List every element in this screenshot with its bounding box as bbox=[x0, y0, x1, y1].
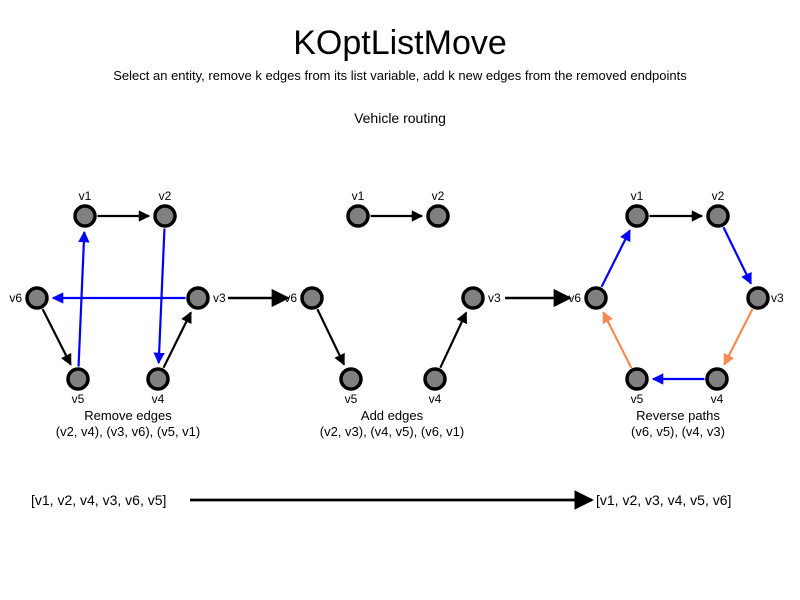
node-circle bbox=[423, 367, 447, 391]
node-circle bbox=[66, 367, 90, 391]
node-remove-v6[interactable]: v6 bbox=[9, 286, 49, 310]
node-circle bbox=[706, 204, 730, 228]
node-circle bbox=[625, 204, 649, 228]
node-circle bbox=[346, 204, 370, 228]
caption-add: Add edges (v2, v3), (v4, v5), (v6, v1) bbox=[262, 408, 522, 440]
node-label-v2: v2 bbox=[432, 189, 445, 203]
node-label-v4: v4 bbox=[429, 392, 442, 406]
node-remove-v5[interactable]: v5 bbox=[66, 367, 90, 406]
caption-remove-title: Remove edges bbox=[84, 408, 172, 423]
node-label-v5: v5 bbox=[631, 392, 644, 406]
list-after: [v1, v2, v3, v4, v5, v6] bbox=[596, 492, 732, 508]
node-add-v4[interactable]: v4 bbox=[423, 367, 447, 406]
node-reverse-v2[interactable]: v2 bbox=[706, 189, 730, 228]
page-title: KOptListMove bbox=[293, 24, 507, 62]
node-add-v6[interactable]: v6 bbox=[284, 286, 324, 310]
caption-add-edges: (v2, v3), (v4, v5), (v6, v1) bbox=[319, 424, 465, 439]
node-reverse-v1[interactable]: v1 bbox=[625, 189, 649, 228]
edge-remove-v4-to-v3 bbox=[162, 311, 192, 369]
node-circle bbox=[584, 286, 608, 310]
caption-add-title: Add edges bbox=[360, 408, 424, 423]
node-circle bbox=[746, 286, 770, 310]
node-circle bbox=[339, 367, 363, 391]
node-circle bbox=[186, 286, 210, 310]
node-reverse-v6[interactable]: v6 bbox=[568, 286, 608, 310]
caption-remove-edges: (v2, v4), (v3, v6), (v5, v1) bbox=[55, 424, 201, 439]
node-circle bbox=[25, 286, 49, 310]
node-label-v4: v4 bbox=[711, 392, 724, 406]
edge-add-v4-to-v3 bbox=[439, 311, 468, 369]
caption-reverse-title: Reverse paths bbox=[636, 408, 720, 423]
edge-remove-v6-to-v5 bbox=[41, 308, 72, 366]
edge-add-v6-to-v5 bbox=[316, 308, 346, 366]
caption-reverse-paths: (v6, v5), (v4, v3) bbox=[631, 424, 725, 439]
node-circle bbox=[153, 204, 177, 228]
node-circle bbox=[300, 286, 324, 310]
node-circle bbox=[146, 367, 170, 391]
edges-group bbox=[41, 210, 754, 385]
list-before: [v1, v2, v4, v3, v6, v5] bbox=[31, 492, 167, 508]
node-add-v2[interactable]: v2 bbox=[426, 189, 450, 228]
nodes-group: v1 v2 v6 v3 v5 v4 v1 v2 v6 v3 v5 v4 v1 v2 v6 v3 v5 v4 bbox=[9, 189, 784, 406]
node-label-v3: v3 bbox=[771, 291, 784, 305]
node-label-v6: v6 bbox=[568, 291, 581, 305]
node-circle bbox=[73, 204, 97, 228]
node-circle bbox=[461, 286, 485, 310]
caption-reverse: Reverse paths (v6, v5), (v4, v3) bbox=[548, 408, 800, 440]
node-circle bbox=[625, 367, 649, 391]
node-reverse-v3[interactable]: v3 bbox=[746, 286, 784, 310]
node-label-v2: v2 bbox=[712, 189, 725, 203]
node-label-v1: v1 bbox=[352, 189, 365, 203]
edge-reverse-v5-to-v6 bbox=[602, 311, 633, 369]
node-remove-v3[interactable]: v3 bbox=[186, 286, 226, 310]
node-reverse-v4[interactable]: v4 bbox=[705, 367, 729, 406]
node-remove-v1[interactable]: v1 bbox=[73, 189, 97, 228]
node-add-v1[interactable]: v1 bbox=[346, 189, 370, 228]
node-add-v5[interactable]: v5 bbox=[339, 367, 363, 406]
section-label: Vehicle routing bbox=[354, 110, 446, 126]
edge-reverse-v3-to-v4 bbox=[723, 308, 754, 366]
edge-remove-v2-to-v4 bbox=[153, 228, 166, 365]
node-label-v1: v1 bbox=[79, 189, 92, 203]
edge-reverse-v6-to-v1 bbox=[600, 229, 631, 288]
edge-remove-v5-to-v1 bbox=[77, 230, 90, 367]
node-label-v3: v3 bbox=[488, 291, 501, 305]
edge-reverse-v2-to-v3 bbox=[722, 226, 752, 285]
node-reverse-v5[interactable]: v5 bbox=[625, 367, 649, 406]
node-circle bbox=[426, 204, 450, 228]
node-remove-v2[interactable]: v2 bbox=[153, 189, 177, 228]
page-subtitle: Select an entity, remove k edges from it… bbox=[113, 68, 687, 83]
node-label-v4: v4 bbox=[152, 392, 165, 406]
caption-remove: Remove edges (v2, v4), (v3, v6), (v5, v1… bbox=[0, 408, 258, 440]
node-label-v2: v2 bbox=[159, 189, 172, 203]
node-label-v3: v3 bbox=[213, 291, 226, 305]
node-label-v6: v6 bbox=[9, 291, 22, 305]
node-remove-v4[interactable]: v4 bbox=[146, 367, 170, 406]
node-label-v6: v6 bbox=[284, 291, 297, 305]
node-label-v5: v5 bbox=[345, 392, 358, 406]
node-label-v5: v5 bbox=[72, 392, 85, 406]
node-circle bbox=[705, 367, 729, 391]
node-label-v1: v1 bbox=[631, 189, 644, 203]
node-add-v3[interactable]: v3 bbox=[461, 286, 501, 310]
